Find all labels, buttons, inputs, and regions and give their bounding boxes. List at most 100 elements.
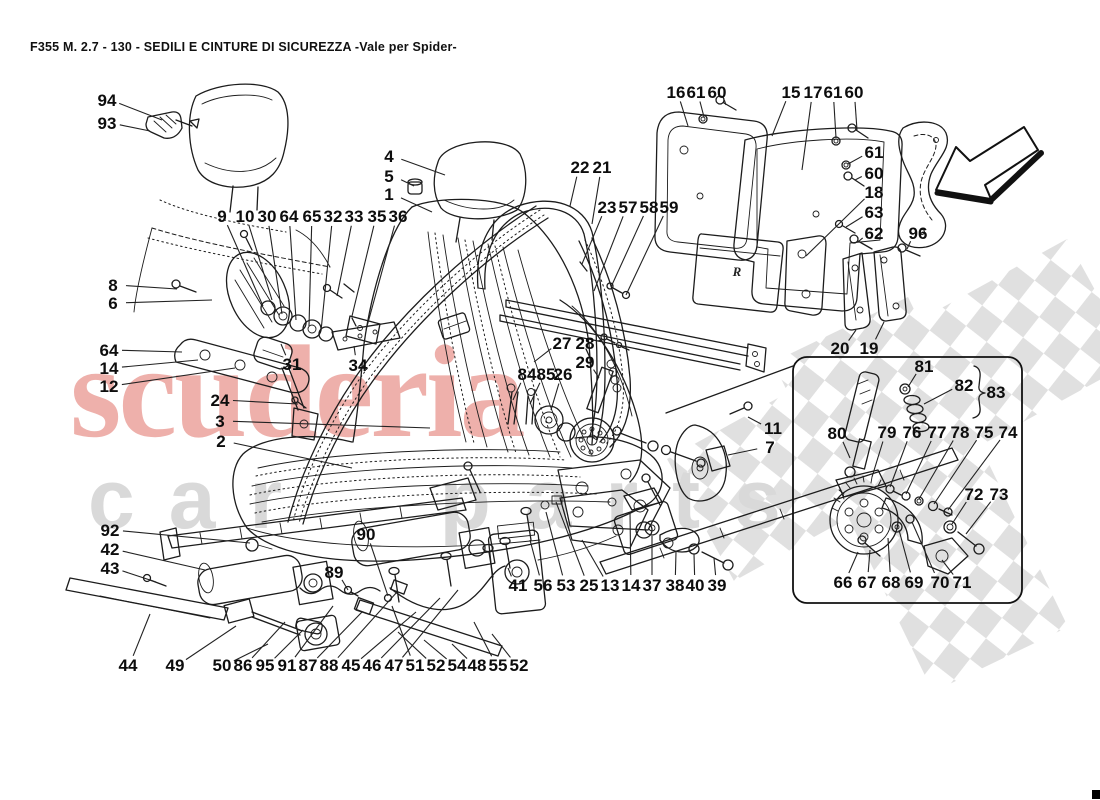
leader-56 (529, 539, 540, 576)
callout-69: 69 (905, 573, 924, 592)
callout-8: 8 (108, 276, 117, 295)
callout-12: 12 (100, 377, 119, 396)
callout-45: 45 (342, 656, 361, 675)
leader-57 (593, 216, 624, 292)
leader-4 (401, 158, 446, 176)
leader-31 (280, 343, 287, 356)
callout-51: 51 (406, 656, 425, 675)
leader-52 (397, 631, 427, 659)
callout-34: 34 (349, 356, 368, 375)
callout-26: 26 (554, 365, 573, 384)
leader-49 (185, 625, 237, 661)
leader-23 (581, 215, 603, 265)
leader-12 (121, 367, 236, 386)
callout-21: 21 (593, 158, 612, 177)
leader-10 (248, 225, 273, 301)
leader-2 (233, 442, 353, 469)
callout-86: 86 (234, 656, 253, 675)
callout-35: 35 (368, 207, 387, 226)
leader-96 (906, 241, 912, 250)
leader-95 (274, 629, 304, 659)
belt-guide-hoop (476, 200, 606, 441)
leader-72 (951, 501, 967, 525)
leader-74 (947, 439, 1001, 511)
leader-17 (801, 101, 812, 171)
callout-96: 96 (909, 224, 928, 243)
callout-11: 11 (764, 419, 782, 438)
leader-70 (911, 521, 936, 574)
callout-6: 6 (108, 294, 117, 313)
leader-14 (629, 511, 632, 576)
callout-84: 84 (518, 365, 537, 384)
panel-flap-r: R (692, 233, 784, 313)
direction-arrow (934, 126, 1044, 205)
leader-87 (316, 611, 363, 659)
headrest-detail (133, 83, 331, 313)
callout-23: 23 (598, 198, 617, 217)
callout-72: 72 (965, 485, 984, 504)
recliner-cluster (429, 348, 731, 531)
callout-9: 9 (217, 207, 226, 226)
leader-68 (887, 537, 891, 573)
leader-65 (308, 225, 313, 327)
callout-52: 52 (510, 656, 529, 675)
corner-mark (1092, 790, 1100, 799)
callout-47: 47 (385, 656, 404, 675)
leader-61 (833, 101, 837, 139)
callout-58: 58 (640, 198, 659, 217)
callout-95: 95 (256, 656, 275, 675)
callout-70: 70 (931, 573, 950, 592)
leader-78 (918, 440, 954, 500)
backrest-panel-15 (733, 127, 903, 312)
leader-32 (320, 225, 333, 332)
leader-43 (122, 570, 157, 583)
callout-61: 61 (865, 143, 884, 162)
callout-25: 25 (580, 576, 599, 595)
leader-79 (871, 441, 884, 478)
callout-89: 89 (325, 563, 344, 582)
leader-61 (847, 155, 863, 165)
leader-33 (336, 225, 352, 297)
leader-76 (889, 441, 908, 488)
leader-21 (591, 176, 601, 225)
leader-53 (545, 511, 564, 576)
leader-90 (369, 543, 389, 597)
leader-30 (268, 225, 283, 315)
leader-81 (907, 373, 917, 388)
leader-27 (533, 348, 552, 363)
leader-40 (693, 553, 696, 576)
leader-80 (842, 441, 851, 459)
leader-45 (360, 611, 417, 660)
callout-42: 42 (101, 540, 120, 559)
leader-64 (121, 349, 183, 353)
leader-13 (581, 539, 604, 577)
leader-25 (555, 501, 585, 576)
leader-88 (337, 591, 398, 659)
lever-cluster-37-40 (644, 520, 734, 571)
callout-14: 14 (622, 576, 641, 595)
leader-1 (400, 197, 433, 213)
callout-64: 64 (280, 207, 299, 226)
callout-13: 13 (601, 576, 620, 595)
callout-4: 4 (384, 147, 394, 166)
callout-33: 33 (345, 207, 364, 226)
callout-30: 30 (258, 207, 277, 226)
leader-42 (122, 550, 206, 571)
leader-14 (121, 359, 199, 368)
leader-63 (845, 216, 863, 228)
callout-2: 2 (216, 432, 225, 451)
callout-92: 92 (101, 521, 120, 540)
leader-75 (933, 439, 978, 505)
callout-62: 62 (865, 224, 884, 243)
callout-3: 3 (215, 412, 224, 431)
callout-75: 75 (975, 423, 994, 442)
callout-90: 90 (357, 525, 376, 544)
trim-strip-17 (897, 121, 949, 249)
callout-87: 87 (299, 656, 318, 675)
callout-60: 60 (708, 83, 727, 102)
leader-61 (699, 101, 705, 118)
callout-74: 74 (999, 423, 1018, 442)
callout-29: 29 (576, 353, 595, 372)
callout-31: 31 (283, 355, 302, 374)
